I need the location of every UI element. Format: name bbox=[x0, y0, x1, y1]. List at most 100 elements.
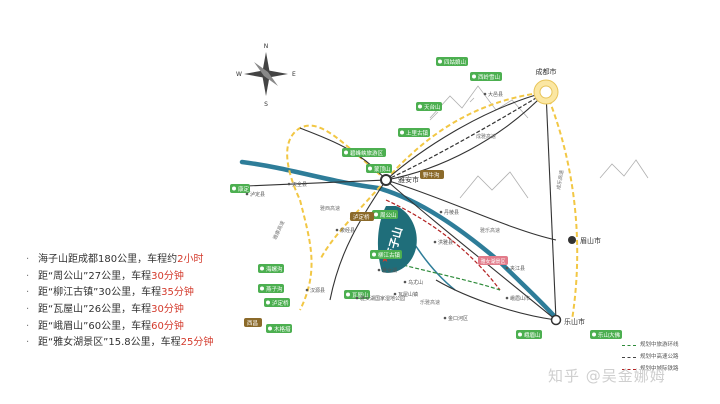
green-label-text: 柳江古镇 bbox=[378, 251, 401, 259]
place-label-dayi: 大邑县 bbox=[488, 91, 503, 98]
road-label-chengle: 成乐高速 bbox=[555, 169, 565, 190]
scenic-dot-icon bbox=[472, 74, 476, 79]
mountain-sketches bbox=[429, 85, 649, 199]
distance-info-item: ·海子山距成都180公里，车程约2小时 bbox=[26, 254, 204, 265]
green-label-text: 木格措 bbox=[274, 325, 291, 333]
green-label-bg bbox=[416, 102, 442, 111]
road-label-chengya: 成雅高速 bbox=[476, 133, 496, 140]
legend-label: 规划中城际铁路 bbox=[640, 366, 679, 372]
green-label-text: 碧峰峡旅游区 bbox=[350, 149, 384, 157]
green-label-bg bbox=[590, 330, 622, 339]
brown-label-xichang: 西昌 bbox=[244, 318, 262, 327]
place-label-jiajiang: 夹江县 bbox=[510, 265, 525, 272]
road-label-yakang: 雅康高速 bbox=[271, 220, 286, 241]
yaan-label: 雅安市 bbox=[398, 175, 419, 184]
meishan-label: 眉山市 bbox=[580, 236, 601, 245]
scenic-dot-icon bbox=[344, 150, 348, 155]
green-label-xiling: 西岭雪山 bbox=[470, 72, 502, 81]
green-label-text: 燕子沟 bbox=[266, 285, 283, 293]
green-label-emei: 峨眉山 bbox=[516, 330, 542, 339]
place-label-emeishan: 峨眉山市 bbox=[510, 295, 530, 302]
brown-label-luding_road: 泸定桥 bbox=[350, 212, 374, 221]
green-label-mugecuo: 木格措 bbox=[266, 324, 292, 333]
planned-railway bbox=[385, 199, 501, 291]
green-label-text: 海螺沟 bbox=[266, 265, 283, 273]
green-label-text: 四姑娘山 bbox=[444, 58, 466, 66]
green-label-wawu: 瓦屋山 bbox=[344, 290, 370, 299]
brown-label-bg bbox=[420, 170, 444, 179]
green-label-bg bbox=[366, 164, 392, 173]
green-label-bifeng: 碧峰峡旅游区 bbox=[342, 148, 386, 157]
green-label-bg bbox=[372, 210, 398, 219]
green-label-text: 瓦屋山 bbox=[352, 291, 369, 299]
green-label-bg bbox=[258, 264, 284, 273]
green-label-bg bbox=[470, 72, 502, 81]
road-label-yaxi: 雅西高速 bbox=[320, 205, 340, 212]
place-dot-icon bbox=[505, 296, 509, 300]
place-label-danleng: 丹棱县 bbox=[444, 209, 459, 216]
place-dot-icon bbox=[433, 240, 437, 244]
brown-label-bg bbox=[350, 212, 374, 221]
scenic-dot-icon bbox=[368, 166, 372, 171]
green-label-liujiang: 柳江古镇 bbox=[370, 250, 402, 259]
green-label-bg bbox=[516, 330, 542, 339]
distance-info-item: ·距“峨眉山”60公里，车程60分钟 bbox=[26, 320, 184, 332]
place-label-jinkouhe: 金口河区 bbox=[448, 315, 468, 322]
place-label-lake: 雅女湖 bbox=[382, 267, 397, 274]
chengdu-label: 成都市 bbox=[536, 67, 557, 76]
planned-expressway bbox=[385, 91, 547, 181]
green-label-zhougong: 周公山 bbox=[372, 210, 398, 219]
distance-info-item: ·距“柳江古镇”30公里，车程35分钟 bbox=[26, 287, 194, 299]
place-label-hongya: 洪雅县 bbox=[438, 239, 453, 246]
red-scenic-label: 雅女湖景区 bbox=[480, 258, 505, 265]
place-dot-icon bbox=[483, 92, 487, 96]
project-star: ★ bbox=[381, 254, 390, 265]
road-label-leya: 乐雅高速 bbox=[420, 299, 440, 306]
place-dot-icon bbox=[377, 268, 381, 272]
legend-label: 规划中旅游环线 bbox=[640, 342, 679, 348]
compass-n: N bbox=[264, 43, 269, 50]
place-dot-icon bbox=[439, 210, 443, 214]
green-label-tiantai: 天台山 bbox=[416, 102, 442, 111]
river bbox=[239, 159, 559, 321]
green-label-text: 西岭雪山 bbox=[478, 73, 500, 81]
legend-swatch bbox=[622, 345, 636, 346]
green-label-bg bbox=[258, 284, 284, 293]
compass: N E S W bbox=[236, 43, 296, 108]
scenic-dot-icon bbox=[346, 292, 350, 297]
green-label-sigu: 四姑娘山 bbox=[436, 57, 468, 66]
green-label-yanzigou: 燕子沟 bbox=[258, 284, 284, 293]
green-label-bg bbox=[398, 128, 430, 137]
place-label-hanyuan: 汉源县 bbox=[310, 287, 325, 294]
red-label-group: 雅女湖景区 bbox=[478, 256, 508, 265]
green-label-leshan_buddha: 乐山大佛 bbox=[590, 330, 622, 339]
green-label-text: 上里古镇 bbox=[406, 129, 429, 137]
leshan-marker bbox=[550, 314, 562, 326]
brown-label-yele: 野牛沟 bbox=[420, 170, 444, 179]
green-label-bg bbox=[436, 57, 468, 66]
green-label-bg bbox=[344, 290, 370, 299]
place-dot-icon bbox=[355, 296, 359, 300]
place-dot-icon bbox=[245, 192, 249, 196]
dark-roads bbox=[245, 91, 557, 321]
scenic-dot-icon bbox=[438, 59, 442, 64]
green-label-luding: 泸定桥 bbox=[264, 298, 290, 307]
green-label-text: 周公山 bbox=[380, 211, 397, 219]
scenic-dot-icon bbox=[374, 212, 378, 217]
scenic-dot-icon bbox=[232, 186, 236, 191]
legend-swatch bbox=[622, 357, 636, 358]
legend-label: 规划中高速公路 bbox=[640, 354, 679, 360]
place-dot-icon bbox=[393, 292, 397, 296]
green-label-bg bbox=[264, 298, 290, 307]
green-label-mengding: 蒙顶山 bbox=[366, 164, 392, 173]
small-place-labels: 大邑县天全县泸定县荥经县洪雅县丹棱县夹江县峨眉山市瓦屋山镇汉源县金口河区乌尤山雅… bbox=[245, 91, 530, 322]
green-label-text: 乐山大佛 bbox=[598, 331, 621, 339]
place-label-wuyou: 乌尤山 bbox=[408, 279, 423, 286]
distance-info-item: ·距“周公山”27公里，车程30分钟 bbox=[26, 270, 184, 282]
green-label-text: 天台山 bbox=[424, 103, 441, 111]
legend-swatch bbox=[622, 369, 636, 370]
green-label-text: 蒙顶山 bbox=[374, 165, 391, 173]
green-label-text: 峨眉山 bbox=[524, 331, 541, 339]
meishan-marker bbox=[568, 236, 576, 244]
